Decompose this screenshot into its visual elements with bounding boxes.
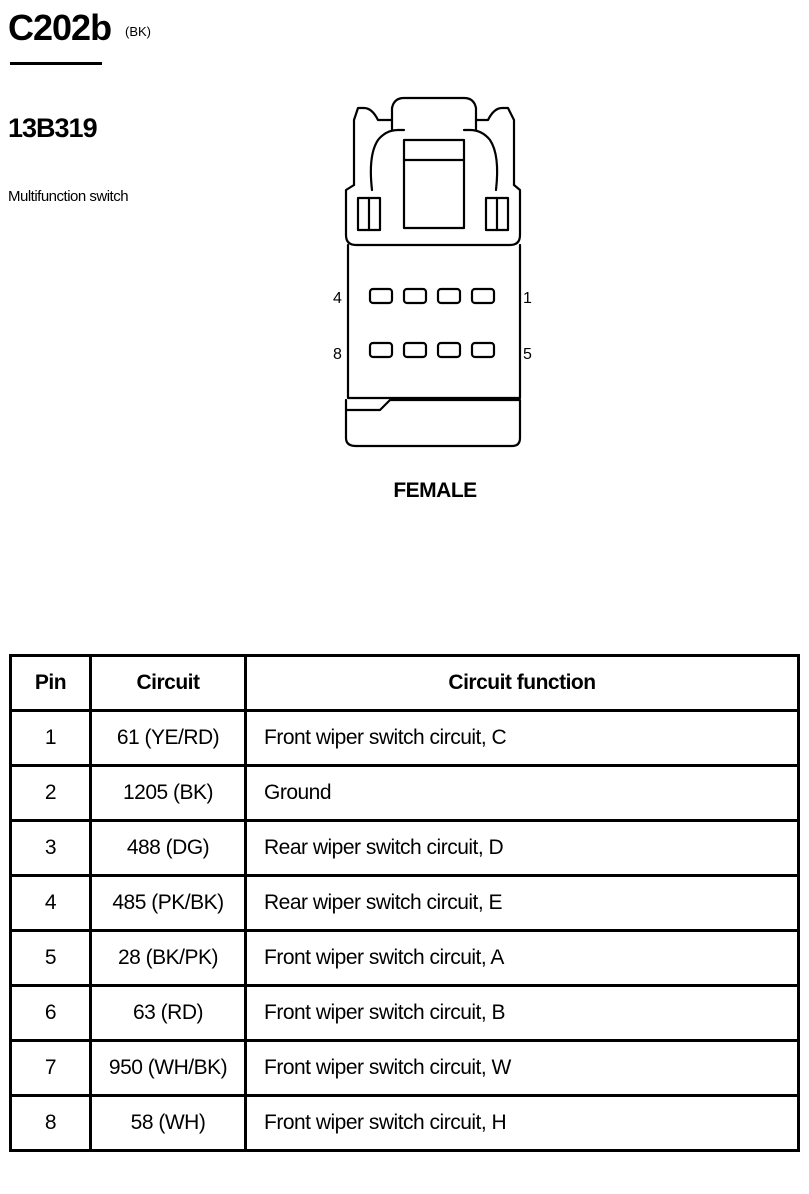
function-cell: Front wiper switch circuit, W xyxy=(244,1039,800,1097)
circuit-cell: 1205 (BK) xyxy=(89,764,247,822)
pin-cavity xyxy=(368,341,394,359)
table-row: 4 485 (PK/BK) Rear wiper switch circuit,… xyxy=(9,874,800,932)
part-description: Multifunction switch xyxy=(8,188,129,205)
mating-face xyxy=(346,243,522,400)
pin-cell: 4 xyxy=(9,874,92,932)
pin-cavity xyxy=(402,287,428,305)
pin-cavity xyxy=(470,287,496,305)
pin-label-8: 8 xyxy=(333,346,342,363)
table-row: 1 61 (YE/RD) Front wiper switch circuit,… xyxy=(9,709,800,767)
circuit-cell: 61 (YE/RD) xyxy=(89,709,247,767)
latch-inner xyxy=(390,118,478,132)
pin-cell: 7 xyxy=(9,1039,92,1097)
connector-id: C202b xyxy=(8,7,112,48)
pin-cell: 1 xyxy=(9,709,92,767)
pin-label-4: 4 xyxy=(333,290,342,307)
function-cell: Front wiper switch circuit, B xyxy=(244,984,800,1042)
connector-face-diagram: 4 1 8 5 xyxy=(333,96,532,448)
circuit-cell: 63 (RD) xyxy=(89,984,247,1042)
table-row: 8 58 (WH) Front wiper switch circuit, H xyxy=(9,1094,800,1152)
table-row: 5 28 (BK/PK) Front wiper switch circuit,… xyxy=(9,929,800,987)
table-row: 3 488 (DG) Rear wiper switch circuit, D xyxy=(9,819,800,877)
function-cell: Rear wiper switch circuit, E xyxy=(244,874,800,932)
circuit-cell: 28 (BK/PK) xyxy=(89,929,247,987)
pin-cavity xyxy=(368,287,394,305)
function-cell: Ground xyxy=(244,764,800,822)
latch-arm-left xyxy=(369,128,406,192)
connector-gender: FEMALE xyxy=(393,479,477,502)
circuit-cell: 58 (WH) xyxy=(89,1094,247,1152)
table-row: 2 1205 (BK) Ground xyxy=(9,764,800,822)
pin-cavity xyxy=(470,341,496,359)
pin-cavity xyxy=(402,341,428,359)
latch-slot xyxy=(402,138,466,230)
pin-cavity xyxy=(436,287,462,305)
pin-table: Pin Circuit Circuit function 1 61 (YE/RD… xyxy=(9,654,800,1152)
connector-color: (BK) xyxy=(125,24,151,39)
base-flange xyxy=(344,398,522,448)
pin-cell: 3 xyxy=(9,819,92,877)
table-header-row: Pin Circuit Circuit function xyxy=(9,654,800,712)
title-underline xyxy=(10,62,102,65)
part-number: 13B319 xyxy=(8,113,98,143)
header-pin: Pin xyxy=(9,654,92,712)
pin-label-1: 1 xyxy=(523,290,532,307)
function-cell: Rear wiper switch circuit, D xyxy=(244,819,800,877)
header-circuit: Circuit xyxy=(89,654,247,712)
latch-housing xyxy=(390,96,478,122)
circuit-cell: 488 (DG) xyxy=(89,819,247,877)
table-row: 7 950 (WH/BK) Front wiper switch circuit… xyxy=(9,1039,800,1097)
latch-arm-right xyxy=(462,128,499,192)
function-cell: Front wiper switch circuit, H xyxy=(244,1094,800,1152)
pin-cell: 5 xyxy=(9,929,92,987)
pin-cell: 6 xyxy=(9,984,92,1042)
circuit-cell: 485 (PK/BK) xyxy=(89,874,247,932)
pin-cavity xyxy=(436,341,462,359)
function-cell: Front wiper switch circuit, C xyxy=(244,709,800,767)
pin-label-5: 5 xyxy=(523,346,532,363)
pin-cell: 8 xyxy=(9,1094,92,1152)
function-cell: Front wiper switch circuit, A xyxy=(244,929,800,987)
pin-cell: 2 xyxy=(9,764,92,822)
header-circuit-function: Circuit function xyxy=(244,654,800,712)
circuit-cell: 950 (WH/BK) xyxy=(89,1039,247,1097)
table-row: 6 63 (RD) Front wiper switch circuit, B xyxy=(9,984,800,1042)
upper-body xyxy=(344,183,522,247)
latch-shoulders xyxy=(352,106,516,187)
